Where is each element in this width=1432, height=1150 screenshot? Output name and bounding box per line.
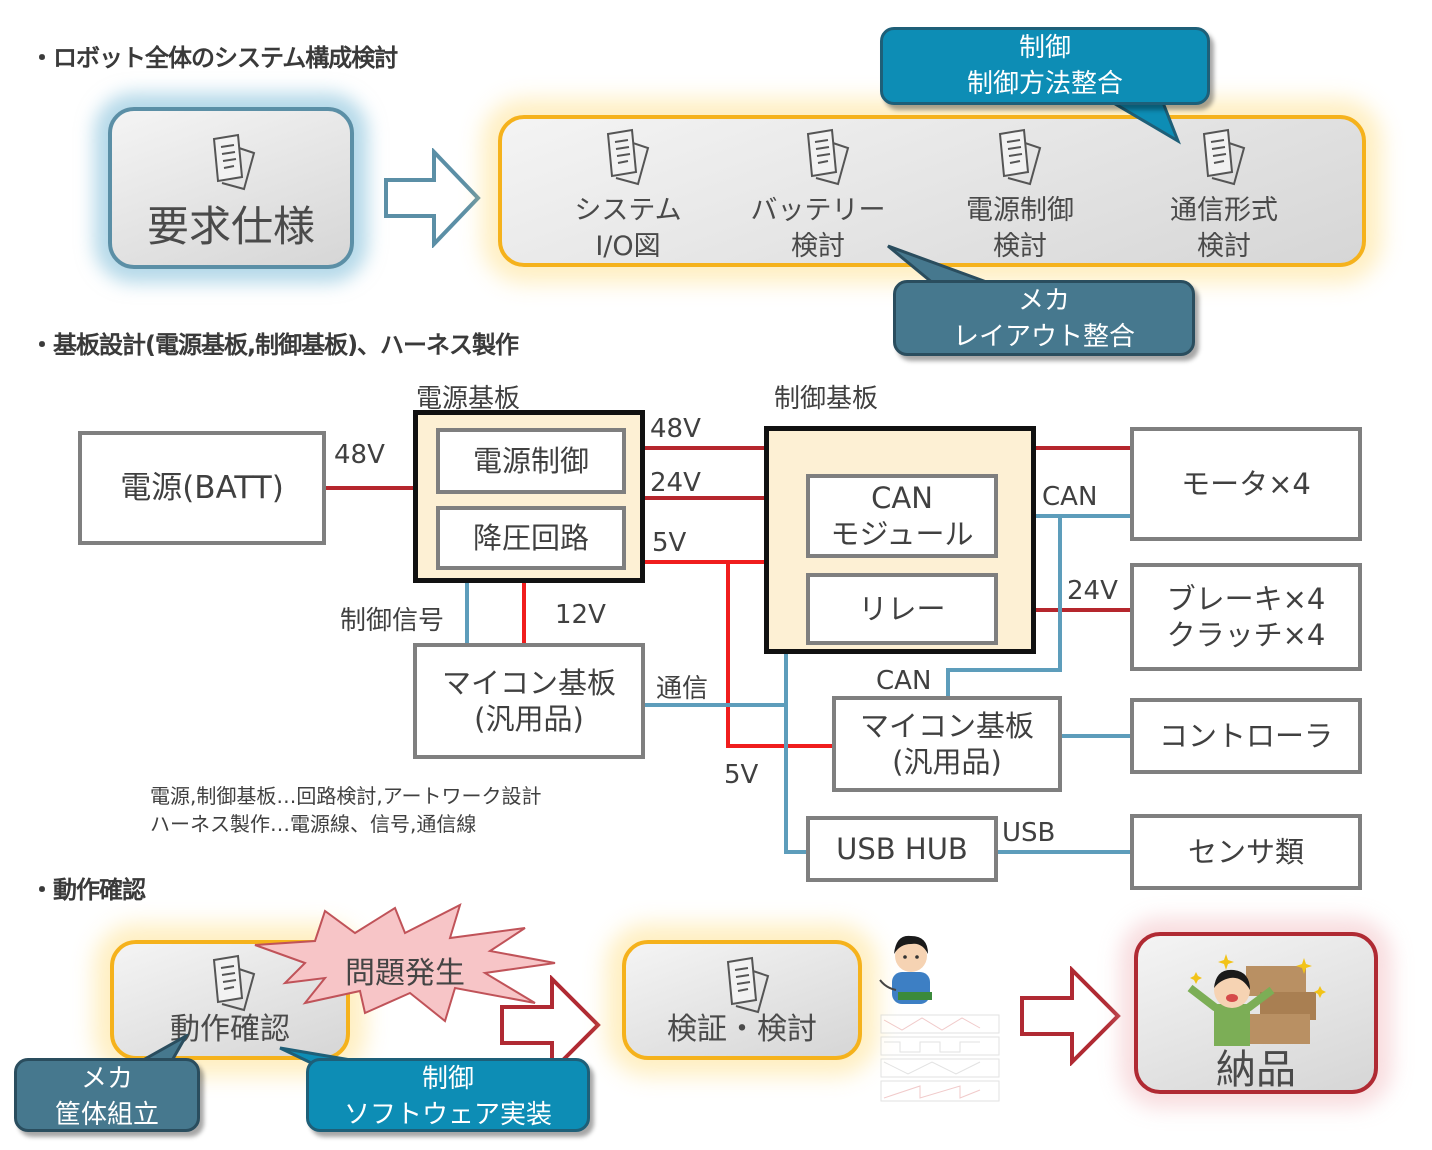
delivery-label: 納品 — [1216, 1047, 1296, 1093]
callout-line1: 制御 — [1018, 33, 1071, 63]
section-heading-board: ・基板設計(電源基板,制御基板)、ハーネス製作 — [30, 331, 519, 359]
callout-line2: 筐体組立 — [54, 1100, 159, 1130]
engineer-illustration-icon — [879, 935, 932, 1004]
document-icon — [726, 956, 770, 1014]
mcu-line1: マイコン基板 — [441, 666, 616, 700]
label-comm: 通信 — [656, 674, 709, 704]
mcu-line1: マイコン基板 — [859, 709, 1034, 743]
clutch-line: クラッチ×4 — [1166, 618, 1326, 652]
step-label-line1: システム — [574, 195, 682, 226]
design-notes: 電源,制御基板…回路検討,アートワーク設計 ハーネス製作…電源線、信号,通信線 — [150, 782, 542, 838]
arrow-right-icon — [1020, 966, 1121, 1066]
document-icon — [1202, 128, 1246, 186]
step-label-line1: 通信形式 — [1170, 195, 1278, 226]
can-module-line2: モジュール — [830, 517, 974, 551]
label-48v-battery: 48V — [334, 440, 385, 470]
step-label: 通信形式 検討 — [1144, 193, 1304, 265]
step-label-line2: 検討 — [1197, 231, 1251, 262]
step-label-line2: 検討 — [993, 231, 1047, 262]
label-48v-out: 48V — [650, 414, 701, 444]
document-icon — [212, 954, 256, 1012]
brake-line: ブレーキ×4 — [1166, 582, 1326, 616]
wire-can-mcu2 — [946, 516, 1062, 698]
step-label: 電源制御 検討 — [940, 193, 1100, 265]
step-label-line2: 検討 — [791, 231, 845, 262]
step-label: バッテリー 検討 — [738, 193, 898, 265]
callout-line1: メカ — [1017, 286, 1070, 316]
motor-box: モータ×4 — [1130, 427, 1362, 541]
step-label: システム I/O図 — [548, 193, 708, 265]
brake-clutch-box: ブレーキ×4 クラッチ×4 — [1130, 563, 1362, 671]
arrow-right-icon — [500, 975, 601, 1075]
label-usb: USB — [1002, 818, 1056, 848]
label-can-bottom: CAN — [876, 666, 932, 696]
mcu-board-2: マイコン基板 (汎用品) — [832, 696, 1062, 792]
arrow-right-icon — [384, 148, 481, 248]
label-5v-bottom: 5V — [724, 760, 759, 790]
callout-line1: メカ — [80, 1064, 133, 1094]
callout-software-implementation: 制御 ソフトウェア実装 — [306, 1058, 590, 1132]
document-icon — [998, 128, 1042, 186]
delivery-card: 納品 — [1134, 932, 1378, 1094]
callout-tail — [1100, 95, 1181, 145]
control-board-title: 制御基板 — [774, 384, 879, 414]
power-control-box: 電源制御 — [436, 428, 626, 494]
requirement-card: 要求仕様 — [108, 107, 354, 269]
problem-label: 問題発生 — [345, 956, 465, 991]
wire-5v-mcu2 — [726, 562, 834, 748]
requirement-label: 要求仕様 — [146, 202, 315, 251]
document-icon — [806, 128, 850, 186]
label-24v-relay: 24V — [1067, 576, 1118, 606]
usb-hub-box: USB HUB — [806, 816, 998, 882]
callout-line2: レイアウト整合 — [952, 322, 1135, 352]
mcu-board-1: マイコン基板 (汎用品) — [413, 643, 645, 759]
power-board-title: 電源基板 — [416, 384, 521, 414]
document-icon — [606, 128, 650, 186]
callout-line2: ソフトウェア実装 — [343, 1100, 552, 1130]
step-label-line1: 電源制御 — [966, 195, 1074, 226]
label-12v: 12V — [555, 600, 606, 630]
can-module-line1: CAN — [871, 481, 933, 515]
label-24v-out: 24V — [650, 468, 701, 498]
controller-box: コントローラ — [1130, 698, 1362, 774]
verification-card: 検証・検討 — [622, 940, 862, 1060]
document-icon — [212, 133, 256, 191]
battery-box: 電源(BATT) — [78, 431, 326, 545]
section-heading-system: ・ロボット全体のシステム構成検討 — [30, 44, 398, 72]
can-module-box: CAN モジュール — [806, 474, 998, 558]
label-can-top: CAN — [1042, 482, 1098, 512]
label-control-signal: 制御信号 — [340, 606, 445, 636]
callout-mech-assembly: メカ 筐体組立 — [14, 1058, 200, 1132]
label-5v-out: 5V — [652, 528, 687, 558]
section-heading-operation: ・動作確認 — [30, 876, 146, 904]
step-label-line2: I/O図 — [595, 231, 661, 262]
callout-line2: 制御方法整合 — [966, 69, 1123, 99]
waveform-chart-icon — [880, 1014, 1000, 1102]
sensors-box: センサ類 — [1130, 814, 1362, 890]
callout-control-method: 制御 制御方法整合 — [880, 27, 1210, 105]
celebration-illustration-icon — [1187, 954, 1326, 1046]
relay-box: リレー — [806, 573, 998, 645]
callout-line1: 制御 — [421, 1064, 474, 1094]
mcu-line2: (汎用品) — [474, 702, 584, 736]
note-line: 電源,制御基板…回路検討,アートワーク設計 — [150, 784, 542, 808]
note-line: ハーネス製作…電源線、信号,通信線 — [150, 812, 477, 836]
verification-label: 検証・検討 — [667, 1012, 817, 1047]
callout-tail — [132, 1034, 189, 1064]
callout-mech-layout: メカ レイアウト整合 — [893, 280, 1195, 356]
operation-check-label: 動作確認 — [170, 1012, 290, 1047]
step-down-circuit-box: 降圧回路 — [436, 506, 626, 570]
problem-burst-icon — [254, 903, 556, 1023]
step-label-line1: バッテリー — [750, 195, 886, 226]
mcu-line2: (汎用品) — [892, 745, 1002, 779]
